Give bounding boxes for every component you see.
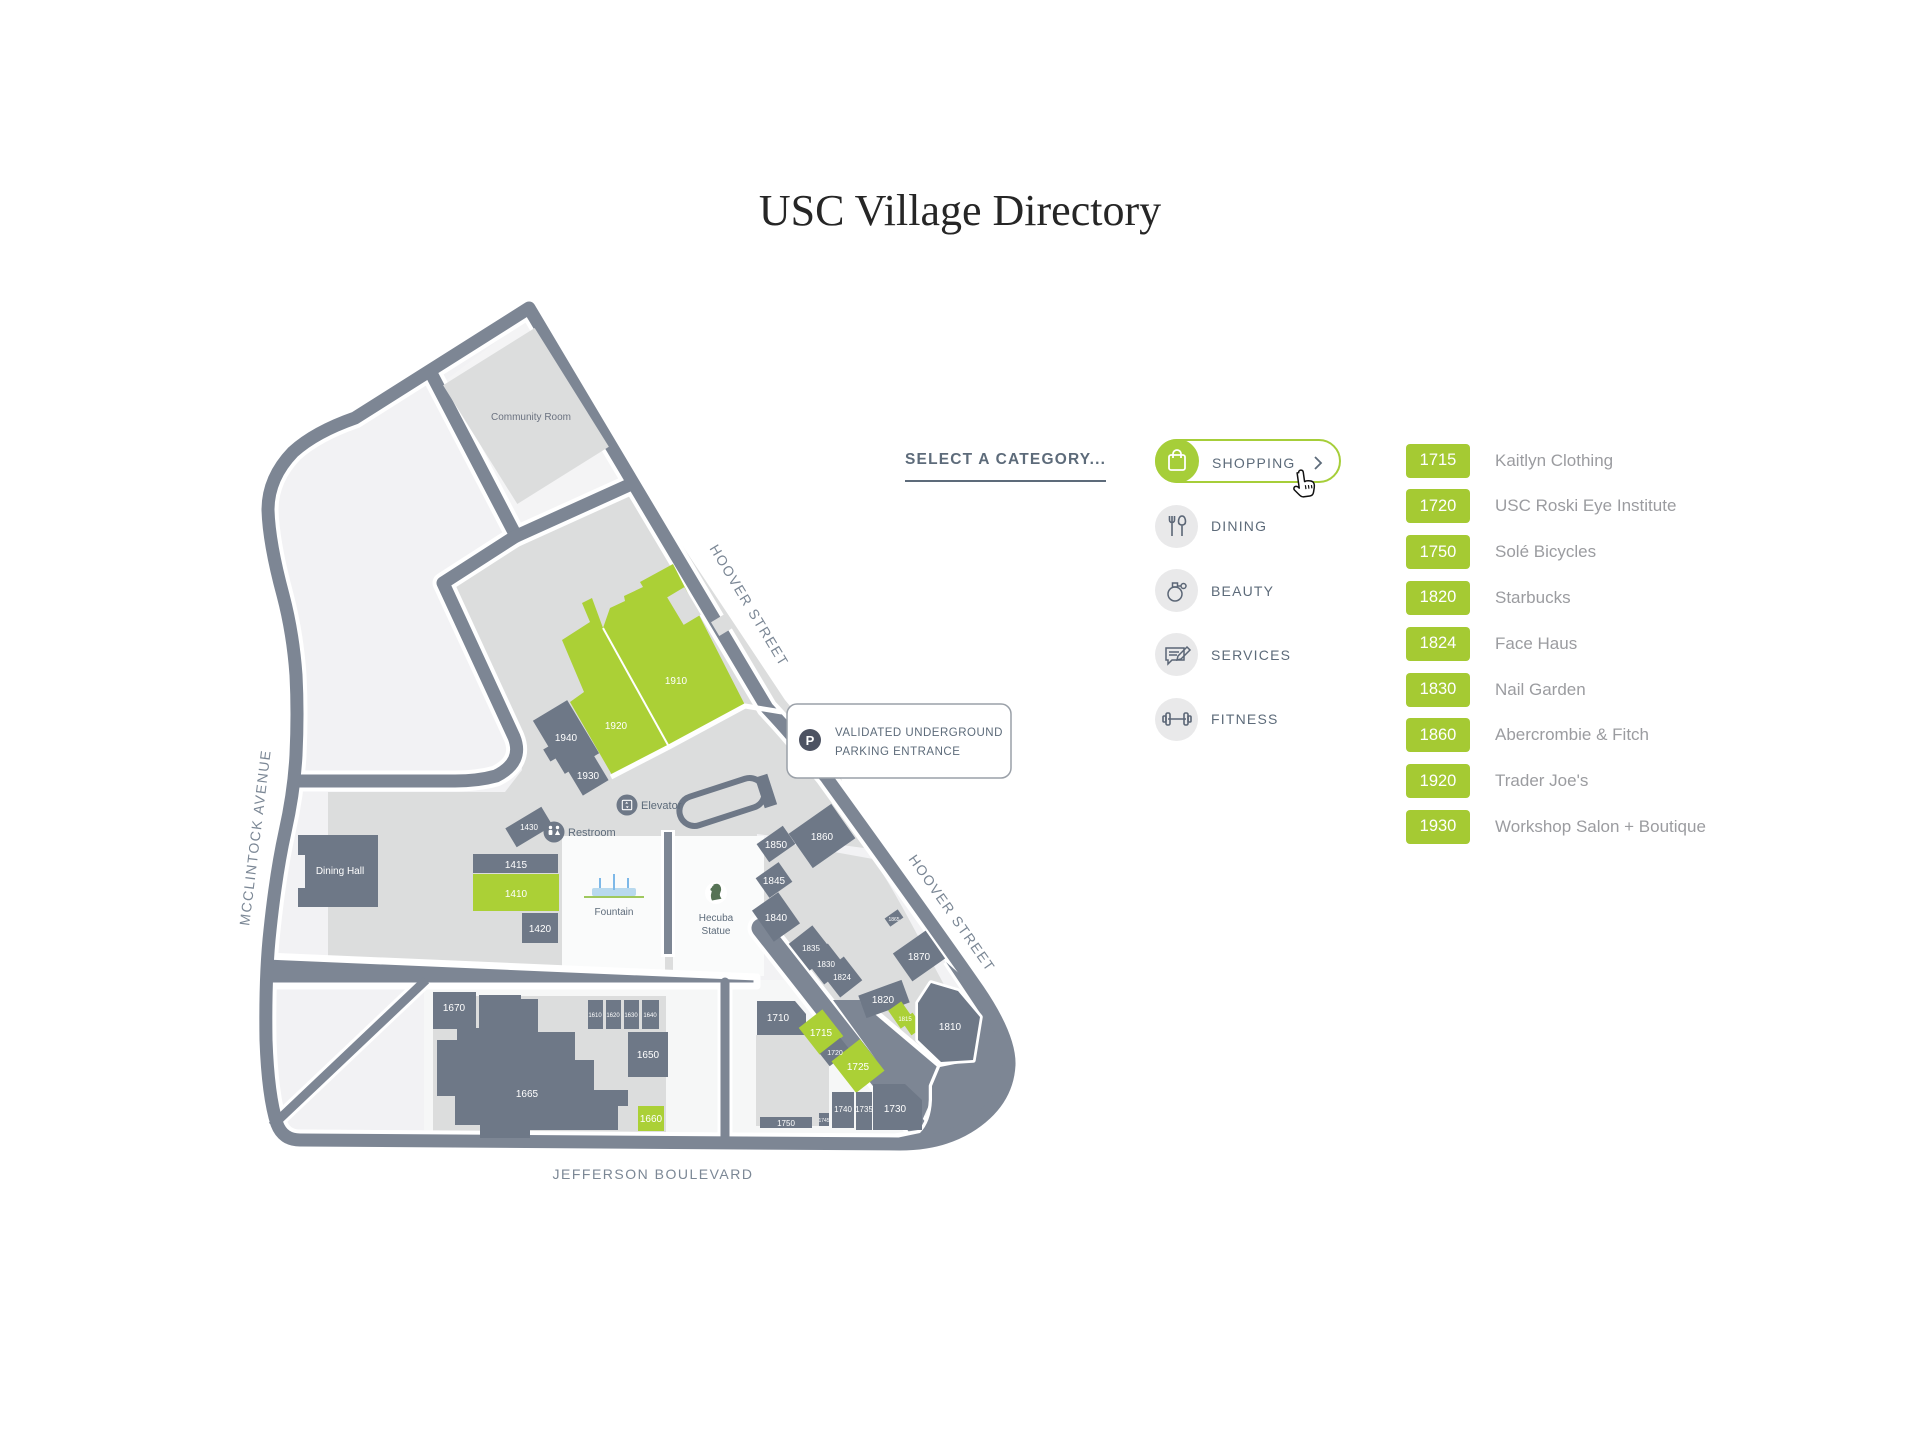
svg-text:1715: 1715 [810,1028,833,1039]
svg-text:1420: 1420 [529,924,552,935]
svg-text:Community Room: Community Room [491,412,571,423]
svg-text:1865: 1865 [888,917,899,923]
svg-text:1630: 1630 [624,1013,638,1019]
svg-text:1745: 1745 [818,1118,829,1124]
svg-text:Dining Hall: Dining Hall [316,866,364,877]
svg-text:1640: 1640 [643,1013,657,1019]
svg-text:1660: 1660 [640,1114,663,1125]
svg-text:Fountain: Fountain [595,907,634,918]
svg-text:1815: 1815 [898,1017,912,1023]
svg-text:1910: 1910 [665,676,688,687]
svg-text:1710: 1710 [767,1013,790,1024]
svg-text:1665: 1665 [516,1089,539,1100]
svg-text:1920: 1920 [605,721,628,732]
svg-text:1835: 1835 [802,944,820,953]
svg-text:1750: 1750 [777,1119,795,1128]
svg-text:1620: 1620 [606,1013,620,1019]
svg-text:1730: 1730 [884,1104,907,1115]
svg-text:Statue: Statue [702,926,731,937]
svg-text:JEFFERSON BOULEVARD: JEFFERSON BOULEVARD [553,1166,754,1182]
svg-text:1740: 1740 [834,1105,852,1114]
svg-text:1845: 1845 [763,876,786,887]
svg-text:1860: 1860 [811,832,834,843]
svg-text:Restroom: Restroom [568,827,616,839]
svg-text:P: P [806,733,815,748]
svg-text:1830: 1830 [817,960,835,969]
svg-text:Hecuba: Hecuba [699,913,734,924]
svg-text:1930: 1930 [577,771,600,782]
svg-text:1810: 1810 [939,1022,962,1033]
svg-text:1410: 1410 [505,889,528,900]
svg-text:1650: 1650 [637,1050,660,1061]
svg-text:Elevator: Elevator [641,800,682,812]
svg-text:1870: 1870 [908,952,931,963]
svg-text:1824: 1824 [833,973,851,982]
svg-text:PARKING ENTRANCE: PARKING ENTRANCE [835,746,960,758]
svg-text:1725: 1725 [847,1062,870,1073]
svg-text:1610: 1610 [588,1013,602,1019]
svg-text:1670: 1670 [443,1003,466,1014]
svg-text:1840: 1840 [765,913,788,924]
svg-text:1430: 1430 [520,823,538,832]
svg-text:1735: 1735 [855,1105,873,1114]
svg-text:1940: 1940 [555,733,578,744]
svg-text:1820: 1820 [872,995,895,1006]
svg-text:1720: 1720 [827,1050,843,1057]
svg-text:VALIDATED UNDERGROUND: VALIDATED UNDERGROUND [835,727,1003,739]
svg-text:1850: 1850 [765,840,788,851]
svg-text:1415: 1415 [505,860,528,871]
